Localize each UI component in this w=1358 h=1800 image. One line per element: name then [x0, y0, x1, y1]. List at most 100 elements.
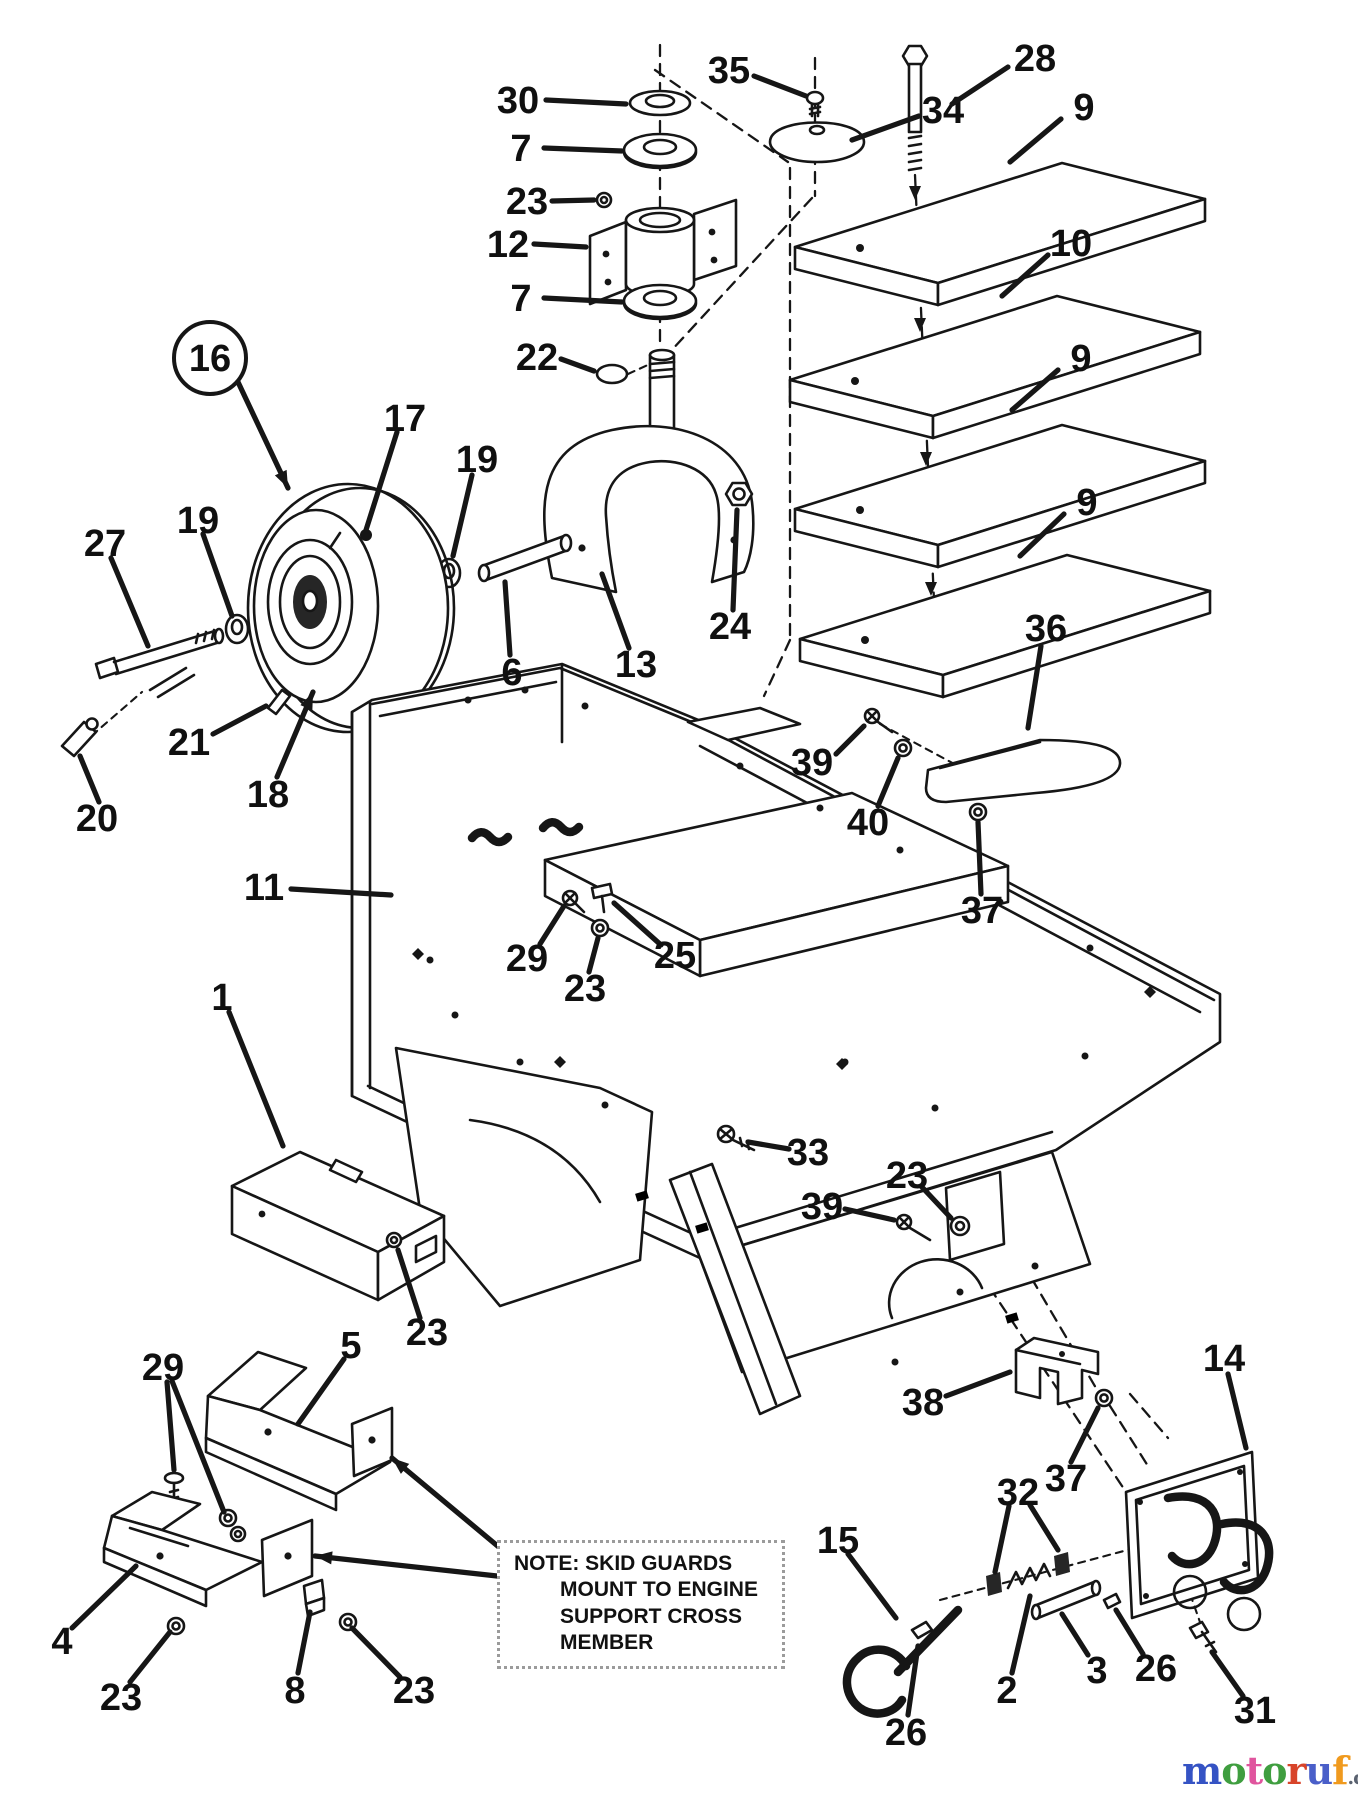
callout-label: 33 — [787, 1132, 829, 1174]
callout-13: 13 — [599, 571, 657, 686]
callout-29: 29 — [142, 1347, 227, 1515]
leader-line — [1059, 1611, 1091, 1658]
callout-23: 23 — [395, 1247, 448, 1354]
skid-guard-4 — [102, 1490, 314, 1608]
callout-27: 27 — [84, 523, 151, 649]
washer-23d — [166, 1616, 186, 1636]
watermark-letter: r — [1286, 1748, 1307, 1793]
callout-label: 2 — [996, 1670, 1017, 1712]
callout-39: 39 — [801, 1186, 897, 1228]
callout-34: 34 — [849, 90, 964, 143]
callout-19: 19 — [177, 500, 235, 619]
callout-label: 37 — [961, 890, 1003, 932]
callout-label: 37 — [1045, 1458, 1087, 1500]
leader-arrowhead — [274, 469, 288, 488]
callout-label: 25 — [654, 935, 696, 977]
nut-23b — [590, 918, 610, 938]
skid-guard-group — [102, 1150, 446, 1636]
weight-plate-9b — [793, 423, 1207, 569]
callout-label: 6 — [501, 652, 522, 694]
note-arrow — [389, 1455, 503, 1551]
callout-23: 23 — [506, 181, 597, 223]
leader-line — [127, 1629, 173, 1685]
callout-label: 30 — [497, 80, 539, 122]
weight-plate-9a — [793, 161, 1207, 307]
callout-3: 3 — [1059, 1611, 1108, 1692]
callout-label: 28 — [1014, 38, 1056, 80]
rod-3 — [1030, 1579, 1102, 1621]
watermark-suffix: .de — [1347, 1767, 1358, 1789]
pin-26-left — [910, 1620, 934, 1640]
note-line: SUPPORT CROSS — [560, 1604, 743, 1628]
leader-line — [1009, 1593, 1033, 1676]
caster-fork-13 — [543, 424, 755, 594]
callout-label: 26 — [1135, 1648, 1177, 1690]
callout-9: 9 — [1017, 482, 1098, 559]
leader-line — [295, 1356, 347, 1427]
leader-arrowhead — [300, 692, 313, 711]
leader-line — [164, 1379, 177, 1473]
callout-21: 21 — [168, 703, 269, 764]
callout-37: 37 — [961, 819, 1003, 932]
leader-line — [363, 429, 400, 533]
callout-6: 6 — [501, 579, 523, 694]
nut-24 — [724, 481, 754, 507]
frame-group — [350, 662, 1222, 1416]
leader-line — [349, 1625, 403, 1680]
leader-line — [842, 1206, 897, 1223]
callout-label: 19 — [177, 500, 219, 542]
callout-23: 23 — [349, 1625, 435, 1712]
callout-20: 20 — [76, 753, 118, 840]
callout-label: 26 — [885, 1712, 927, 1754]
callout-label: 14 — [1203, 1338, 1245, 1380]
callout-9: 9 — [1009, 338, 1092, 413]
callout-label: 7 — [510, 128, 531, 170]
callout-label: 9 — [1076, 482, 1097, 524]
callout-label: 38 — [902, 1382, 944, 1424]
callout-label: 21 — [168, 722, 210, 764]
leader-line — [751, 73, 809, 99]
callout-37: 37 — [1045, 1405, 1101, 1500]
u-clamp-38 — [1014, 1336, 1100, 1406]
leader-line — [531, 241, 589, 250]
caster-fork-group — [436, 348, 755, 594]
callout-16: 16 — [172, 320, 291, 491]
leader-line — [69, 1563, 139, 1631]
pin-26-right — [1102, 1592, 1122, 1610]
leader-line — [730, 507, 740, 613]
cover-1 — [230, 1150, 446, 1302]
leader-line — [1068, 1405, 1101, 1465]
leader-line — [949, 64, 1011, 107]
nut-37a — [968, 802, 988, 822]
watermark-letter: u — [1305, 1748, 1334, 1793]
watermark-letter: t — [1245, 1748, 1264, 1793]
note-arrow — [312, 1551, 500, 1579]
leader-line — [558, 356, 597, 374]
callout-label: 23 — [886, 1155, 928, 1197]
callout-label: 39 — [801, 1186, 843, 1228]
callout-label: 11 — [244, 867, 284, 909]
callout-4: 4 — [51, 1563, 139, 1663]
screw-29 — [561, 889, 586, 914]
callout-label: 19 — [456, 439, 498, 481]
leader-line — [210, 703, 269, 737]
watermark-logo: motoruf.de — [1182, 1748, 1358, 1793]
leader-line — [1009, 367, 1061, 413]
callout-2: 2 — [996, 1593, 1033, 1712]
leader-line — [77, 753, 102, 805]
callout-label: 27 — [84, 523, 126, 565]
leader-line — [1209, 1649, 1246, 1699]
leader-line — [1113, 1607, 1146, 1657]
hitch-plate-14 — [1124, 1450, 1274, 1632]
callout-label: 31 — [1234, 1690, 1276, 1732]
callout-7: 7 — [510, 128, 625, 170]
callout-38: 38 — [902, 1369, 1013, 1424]
leader-line — [599, 571, 632, 651]
callout-label: 3 — [1086, 1650, 1107, 1692]
leader-line — [395, 1247, 423, 1321]
leader-line — [992, 1503, 1012, 1575]
callout-label: 13 — [615, 644, 657, 686]
leader-line — [543, 97, 629, 107]
bolt-31 — [1188, 1620, 1218, 1654]
